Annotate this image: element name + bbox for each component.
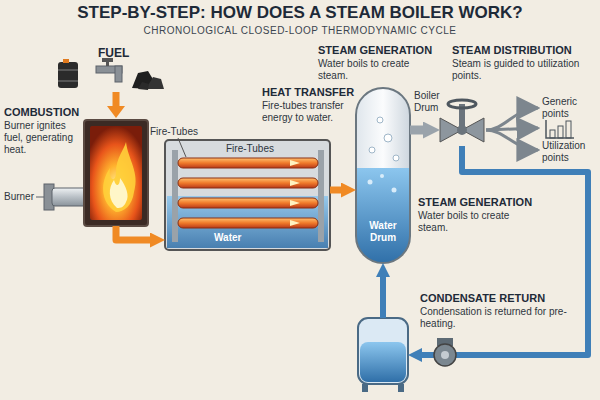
chart-icon-bar: [558, 126, 563, 138]
fire-tube: [178, 178, 318, 188]
chart-icon-bar: [566, 121, 571, 138]
tube-sheet: [318, 150, 324, 242]
steam-bubble: [369, 147, 375, 153]
fire-tube: [178, 198, 318, 208]
tank-foot: [398, 384, 404, 392]
section-label: FUEL: [98, 46, 129, 60]
branch-arrow: [486, 108, 538, 130]
step-description: Steam is guided to utilization points.: [452, 58, 592, 82]
step-description: Fire-tubes transfer energy to water.: [262, 100, 366, 124]
fire-tube: [178, 158, 318, 168]
leader-line: [178, 138, 186, 157]
boiler-drum: STEAM GENERATIONWater boils to create st…: [356, 88, 410, 263]
part-name: Fire-Tubes: [150, 126, 198, 138]
branch-arrow: [486, 130, 538, 150]
water-bubble: [392, 188, 397, 193]
step-heading: STEAM GENERATION: [318, 44, 458, 57]
valve-handwheel: [448, 100, 476, 108]
drum-outline: [356, 88, 410, 263]
flow-arrow: [290, 200, 300, 206]
step-description: Water boils to create steam.: [418, 210, 528, 234]
step-heading: COMBUSTION: [4, 106, 124, 119]
part-name: Fire-Tubes: [226, 143, 274, 155]
water-bubble: [368, 180, 373, 185]
pump-body: [434, 344, 456, 366]
pipe-connector: [410, 126, 423, 135]
part-name: Water: [214, 232, 241, 244]
fuel-tap-spout: [115, 66, 122, 82]
pipe-connector: [116, 226, 150, 240]
tank-foot: [362, 384, 368, 392]
furnace-box: COMBUSTIONBurner ignites fuel, generatin…: [84, 120, 148, 226]
coal-lump: [146, 77, 164, 89]
steam-bubble: [377, 117, 383, 123]
furnace-shell: [84, 120, 148, 226]
flow-arrow: [290, 160, 300, 166]
tank-shell: [358, 318, 408, 384]
oil-barrel: [58, 62, 78, 88]
step-heading: STEAM DISTRIBUTION: [452, 44, 592, 57]
exchanger-shell: [165, 140, 330, 250]
utilization-label: Generic points: [542, 96, 598, 120]
part-name: Burner: [4, 191, 34, 203]
part-name: Boiler Drum: [414, 90, 460, 114]
valve-bonnet: [457, 125, 467, 135]
step-description: Water boils to create steam.: [318, 58, 430, 82]
pipe-connector: [330, 187, 341, 194]
exchanger-water: [167, 196, 328, 248]
part-name: Water Drum: [358, 220, 408, 244]
flame: [103, 142, 136, 212]
condensate-tank: CONDENSATE RETURNCondensation is returne…: [358, 318, 408, 384]
furnace-fire: [90, 126, 142, 220]
fuel-arrow-head: [107, 106, 125, 118]
pump-hub: [441, 351, 449, 359]
fire-tube: [178, 218, 318, 228]
flame-core: [110, 178, 128, 208]
barrel-cap: [63, 59, 69, 63]
coal-lump: [138, 82, 149, 90]
steam-bubble: [384, 134, 392, 142]
burner-body: [52, 188, 88, 206]
steam-valve: STEAM DISTRIBUTIONSteam is guided to uti…: [440, 96, 484, 146]
drum-water: [356, 168, 410, 263]
step-heading: STEAM GENERATION: [418, 196, 558, 209]
chart-icon-bar: [550, 130, 555, 138]
pipe-connector: [380, 277, 386, 318]
fuel-arrow: [113, 92, 120, 108]
chart-icon-axes: [546, 120, 574, 138]
flow-arrow: [290, 220, 300, 226]
barrel-band: [58, 80, 78, 82]
leader-line: [36, 197, 44, 198]
flow-arrow: [290, 180, 300, 186]
diagram-subtitle: CHRONOLOGICAL CLOSED-LOOP THERMODYNAMIC …: [0, 25, 600, 37]
tube-sheet: [172, 150, 178, 242]
steam-bubble: [393, 155, 399, 161]
step-description: Condensation is returned for pre-heating…: [420, 306, 570, 330]
water-bubble: [380, 174, 384, 178]
barrel-band: [58, 69, 78, 71]
diagram-title: STEP-BY-STEP: HOW DOES A STEAM BOILER WO…: [0, 3, 600, 23]
heat-exchanger: HEAT TRANSFERFire-tubes transfer energy …: [165, 140, 330, 250]
utilization-label: Utilization points: [542, 140, 600, 164]
drum-body: [356, 88, 410, 263]
tank-water: [360, 342, 406, 382]
step-heading: CONDENSATE RETURN: [420, 292, 570, 305]
step-heading: HEAT TRANSFER: [262, 86, 402, 99]
step-description: Burner ignites fuel, generating heat.: [4, 120, 82, 156]
